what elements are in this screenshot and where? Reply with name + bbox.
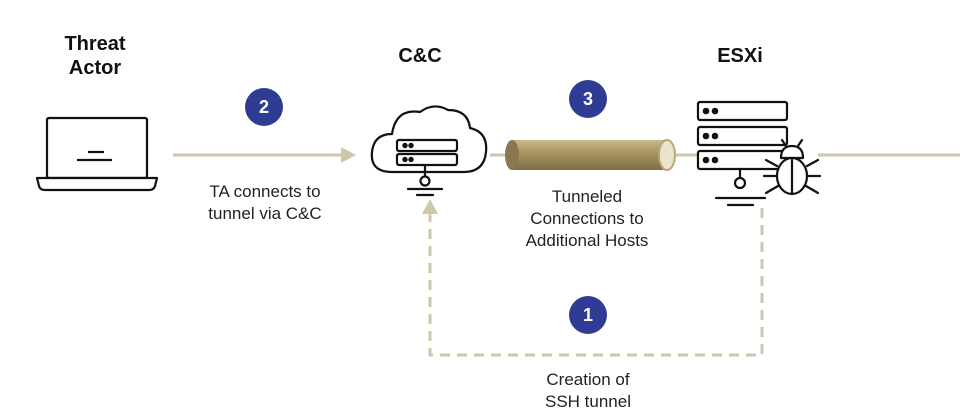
node-title-threat-actor: Threat Actor: [64, 33, 126, 79]
ssh-creation-path: [422, 199, 764, 357]
bug-icon: [762, 138, 822, 196]
ssh-tunnel-pipe: [505, 139, 676, 171]
step-badge-1: 1: [569, 296, 607, 334]
laptop-icon: [35, 116, 159, 192]
node-title-cnc: C&C: [398, 45, 442, 67]
server-rack-icon: [696, 100, 789, 207]
connector-ta-to-cnc: [173, 147, 356, 163]
step-badge-2: 2: [245, 88, 283, 126]
step-caption-1: Creation of SSH tunnel: [545, 370, 631, 411]
step-caption-3: Tunneled Connections to Additional Hosts: [525, 187, 649, 250]
step-caption-2: TA connects to tunnel via C&C: [208, 182, 322, 223]
step-badge-3: 3: [569, 80, 607, 118]
node-title-esxi: ESXi: [717, 45, 763, 67]
cloud-server-icon: [370, 105, 488, 197]
